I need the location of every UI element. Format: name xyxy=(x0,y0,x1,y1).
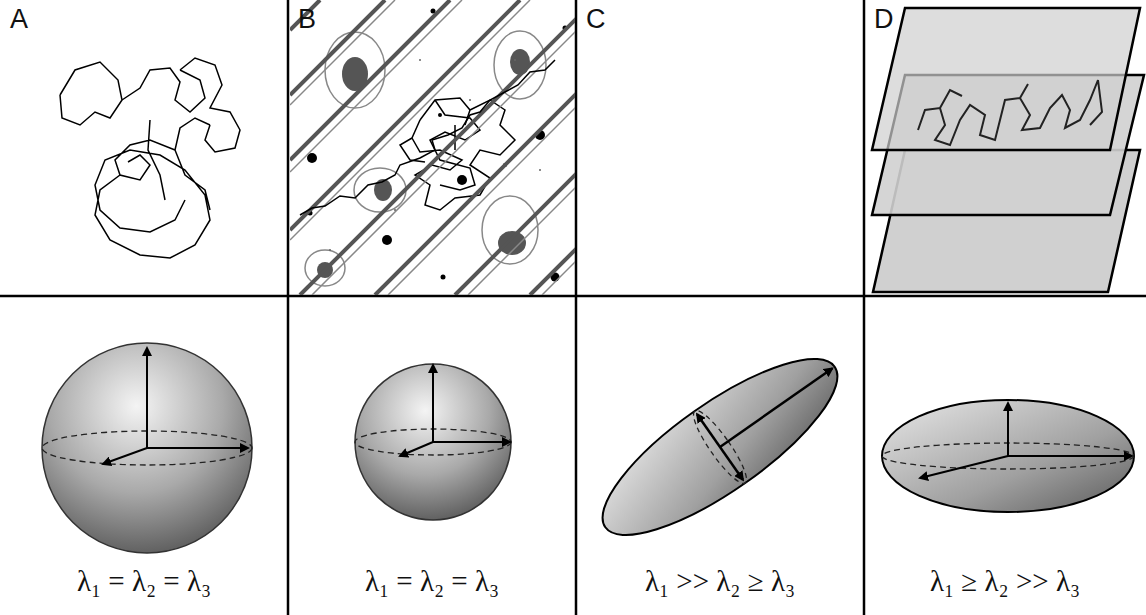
panel-letter: B xyxy=(298,6,316,33)
eigenvalue-relation: λ₁ ≥ λ₂ >> λ₃ xyxy=(930,566,1080,598)
random-walk xyxy=(300,60,555,215)
random-walk xyxy=(60,58,240,258)
sphere xyxy=(42,343,252,553)
panel-letter: A xyxy=(10,6,28,33)
panel-letter: C xyxy=(586,6,606,33)
sphere xyxy=(355,364,511,520)
eigenvalue-relation: λ₁ = λ₂ = λ₃ xyxy=(77,566,211,598)
panel-letter: D xyxy=(874,6,894,33)
membranes xyxy=(872,8,1144,292)
fibres xyxy=(290,0,575,295)
eigenvalue-relation: λ₁ = λ₂ = λ₃ xyxy=(365,566,499,598)
random-walk xyxy=(918,80,1102,145)
random-walk xyxy=(400,98,515,210)
prolate-ellipsoid xyxy=(580,331,860,564)
oblate-ellipsoid xyxy=(882,400,1134,512)
eigenvalue-relation: λ₁ >> λ₂ ≥ λ₃ xyxy=(645,566,795,598)
